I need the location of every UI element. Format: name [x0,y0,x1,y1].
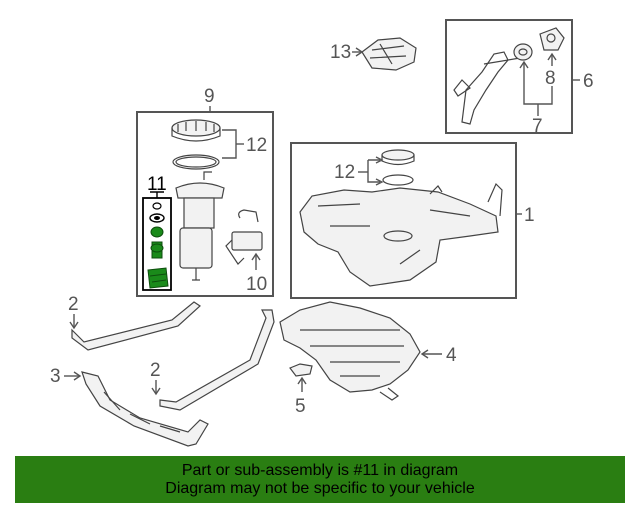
part-filler-neck[interactable] [453,51,521,125]
box-fuel-tank [290,142,517,299]
callout-8: 8 [545,52,557,89]
callout-5: 5 [295,376,307,417]
info-banner: Part or sub-assembly is #11 in diagram D… [15,456,625,503]
box-filler-neck [445,19,573,134]
callout-4-label: 4 [446,345,457,366]
callout-10: 10 [246,252,267,295]
callout-1: 1 [516,205,535,226]
box-fuel-pump-module [136,111,274,297]
callout-2b-label: 2 [150,360,161,381]
callout-8-label: 8 [545,68,556,89]
part-12-tank-lock-ring[interactable] [381,149,415,166]
callout-6: 6 [572,71,594,92]
banner-line-1: Part or sub-assembly is #11 in diagram [181,461,459,479]
callout-12b: 12 [334,156,384,186]
part-5-clip[interactable] [289,363,313,377]
callout-1-label: 1 [524,205,535,226]
part-2-strap-right[interactable] [159,309,275,411]
callout-2b: 2 [150,360,161,396]
part-3-bracket[interactable] [81,371,209,447]
callout-11-label: 11 [147,174,167,195]
part-12-tank-seal[interactable] [382,174,414,186]
part-8-fuel-cap[interactable] [539,27,565,51]
callout-2a-label: 2 [68,294,79,315]
callout-6-label: 6 [583,71,594,92]
fuel-system-diagram: 13 7 8 6 9 [50,19,594,447]
part-12-lock-ring[interactable] [171,119,221,142]
callout-4: 4 [420,345,457,366]
part-13-gasket[interactable] [361,37,417,71]
callout-12a: 12 [222,129,267,159]
part-7-filler-cap[interactable] [513,43,533,61]
callout-10-label: 10 [246,274,267,295]
callout-3-label: 3 [50,366,61,387]
part-12-seal[interactable] [172,154,220,170]
part-11-sub-assembly[interactable] [147,202,169,289]
part-2-strap-left[interactable] [71,301,201,351]
banner-line-2: Diagram may not be specific to your vehi… [165,479,475,497]
callout-12b-label: 12 [334,162,355,183]
part-fuel-pump-assembly[interactable] [175,171,225,281]
part-1-fuel-tank[interactable] [299,182,503,287]
callout-7: 7 [519,60,553,137]
callout-9-label: 9 [204,86,215,107]
callout-7-label: 7 [532,116,543,137]
callout-11: 11 [147,174,167,198]
part-10-sender[interactable] [225,209,263,265]
callout-5-label: 5 [295,396,306,417]
callout-2a: 2 [68,294,79,330]
callout-9: 9 [204,86,215,112]
callout-3: 3 [50,366,82,387]
part-4-heat-shield[interactable] [279,301,421,401]
callout-13: 13 [330,42,364,63]
callout-12a-label: 12 [246,135,267,156]
callout-13-label: 13 [330,42,351,63]
